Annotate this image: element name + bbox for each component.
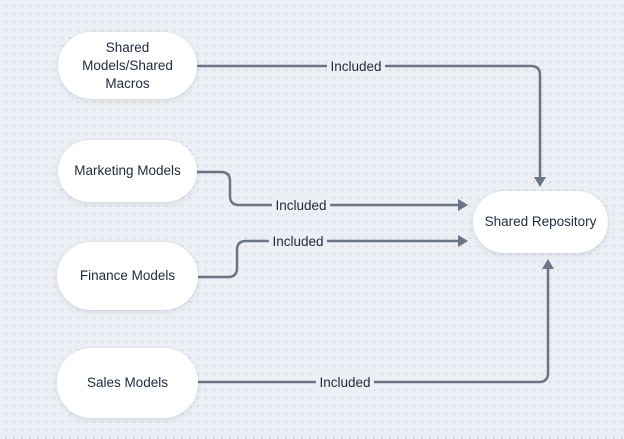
node-label-line: Shared Repository	[484, 214, 597, 229]
arrowhead-down	[534, 177, 546, 187]
arrowhead-up	[542, 259, 554, 269]
node-marketing-models: Marketing Models	[58, 140, 197, 202]
node-shared-repository: Shared Repository	[473, 191, 608, 253]
edge-sales-to-repository: Included	[198, 259, 554, 391]
edge-finance-to-repository: Included	[197, 232, 468, 279]
edge-label-background	[272, 196, 330, 214]
edge-label: Included	[272, 234, 323, 249]
node-label-line: Sales Models	[86, 375, 169, 390]
node-label-line: Models/Shared	[82, 57, 173, 73]
node-finance-models: Finance Models	[57, 242, 198, 310]
edge-label-background	[327, 57, 385, 75]
node-sales-models: Sales Models	[57, 348, 198, 418]
node-label-line: Macros	[105, 75, 150, 91]
edge-shared-models-to-repository: Included	[197, 57, 546, 187]
edge-label-background	[269, 232, 327, 250]
node-label-line: Marketing Models	[74, 163, 181, 178]
edge-label: Included	[330, 59, 381, 74]
edge-marketing-to-repository: Included	[197, 170, 468, 214]
arrowhead-right	[458, 199, 468, 211]
edge-label: Included	[275, 198, 326, 213]
arrowhead-right	[458, 235, 468, 247]
edge-line	[198, 268, 550, 384]
edge-line	[197, 239, 459, 279]
edge-line	[197, 170, 459, 207]
edge-line	[197, 64, 542, 178]
node-label-line: Finance Models	[79, 268, 176, 283]
node-label-line: Shared	[105, 39, 150, 55]
edge-label-background	[316, 373, 374, 391]
edge-label: Included	[319, 375, 370, 390]
node-shared-models-shared-macros: Shared Models/Shared Macros	[58, 32, 197, 99]
